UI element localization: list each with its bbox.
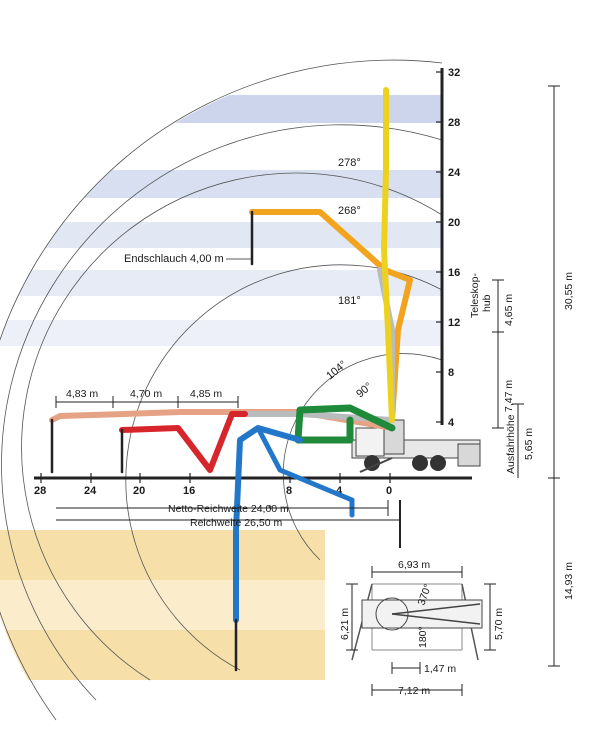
boom-yellow — [381, 87, 395, 423]
angle-181: 181° — [338, 295, 361, 307]
x-tick-28: 28 — [34, 485, 46, 497]
plan-turret — [375, 597, 409, 631]
x-tick-0: 0 — [386, 485, 392, 497]
truck-wheel-2 — [412, 455, 428, 471]
band-sand-1 — [0, 530, 325, 580]
y-tick-28: 28 — [448, 117, 460, 129]
angle-268: 268° — [338, 205, 361, 217]
reach-dimensions: Netto-Reichweite 24,00 m * Reichweite 26… — [56, 500, 401, 548]
band-10-12 — [0, 320, 442, 346]
telescope-label-2: hub — [481, 294, 493, 312]
angle-90: 90° — [354, 380, 374, 400]
y-tick-4: 4 — [448, 417, 455, 429]
y-tick-20: 20 — [448, 217, 460, 229]
net-reach-mark: * — [268, 503, 272, 515]
y-tick-8: 8 — [448, 367, 454, 379]
y-tick-32: 32 — [448, 67, 460, 79]
booms — [49, 87, 413, 672]
center-width: 1,47 m — [424, 663, 456, 675]
arc-4 — [125, 264, 443, 671]
outer-reach-arc — [0, 59, 443, 721]
right-length: 5,70 m — [493, 608, 505, 640]
y-tick-16: 16 — [448, 267, 460, 279]
height-dimensions — [492, 85, 560, 667]
band-28-30 — [0, 95, 442, 123]
telescope-label-1: Teleskop- — [469, 273, 481, 318]
outrigger-plan: 6,93 m 370° 180° 6,21 m 5,70 m 1,47 m 7,… — [339, 559, 505, 697]
arc-3 — [21, 172, 443, 681]
swing-180: 180° — [417, 626, 429, 648]
x-tick-8: 8 — [286, 485, 292, 497]
arc-2 — [1, 124, 443, 701]
endhose-label: Endschlauch 4,00 m — [124, 253, 224, 265]
boom-green — [294, 404, 396, 444]
angle-278: 278° — [338, 157, 361, 169]
segment-2: 4,70 m — [130, 388, 162, 400]
reach-arcs — [0, 59, 443, 721]
band-18-20 — [0, 222, 442, 248]
boom-orange — [249, 209, 413, 423]
truck-outrigger — [359, 457, 393, 473]
height-scale: 32 28 24 20 16 12 8 4 — [436, 67, 461, 429]
outrigger-frame — [371, 583, 463, 651]
plan-truck-body — [361, 599, 483, 629]
x-tick-20: 20 — [133, 485, 145, 497]
angle-104: 104° — [324, 358, 349, 382]
truck-cab — [355, 427, 385, 457]
telescope-value: 4,65 m — [503, 294, 515, 326]
unfold-label: Ausfahrhöhe — [505, 414, 517, 474]
boom-red — [119, 411, 248, 473]
y-tick-12: 12 — [448, 317, 460, 329]
left-length: 6,21 m — [339, 608, 351, 640]
truck-hopper — [457, 443, 481, 467]
x-tick-16: 16 — [183, 485, 195, 497]
truck — [351, 419, 481, 473]
height-747-label: 7,47 m — [503, 380, 515, 412]
net-reach-label: Netto-Reichweite 24,00 m — [168, 503, 289, 515]
front-width: 6,93 m — [398, 559, 430, 571]
segment-1: 4,83 m — [66, 388, 98, 400]
band-sand-3 — [0, 630, 325, 680]
reach-segments: 4,83 m 4,70 m 4,85 m — [55, 388, 239, 408]
band-14-16 — [0, 270, 442, 296]
y-tick-24: 24 — [448, 167, 461, 179]
x-tick-24: 24 — [84, 485, 97, 497]
reach-label: Reichweite 26,50 m — [190, 517, 282, 529]
total-height-label: 30,55 m — [563, 272, 575, 310]
boom-blue — [233, 425, 303, 623]
band-22-24 — [0, 170, 442, 198]
segment-3: 4,85 m — [190, 388, 222, 400]
truck-wheel-1 — [364, 455, 380, 471]
rear-width: 7,12 m — [398, 685, 430, 697]
band-sand-2 — [0, 580, 325, 630]
unfold-value: 5,65 m — [523, 428, 535, 460]
x-tick-4: 4 — [336, 485, 343, 497]
truck-wheel-3 — [430, 455, 446, 471]
reach-scale: 28 24 20 16 8 4 0 — [34, 473, 392, 497]
depth-label: 14,93 m — [563, 562, 575, 600]
height-bands — [0, 95, 442, 680]
